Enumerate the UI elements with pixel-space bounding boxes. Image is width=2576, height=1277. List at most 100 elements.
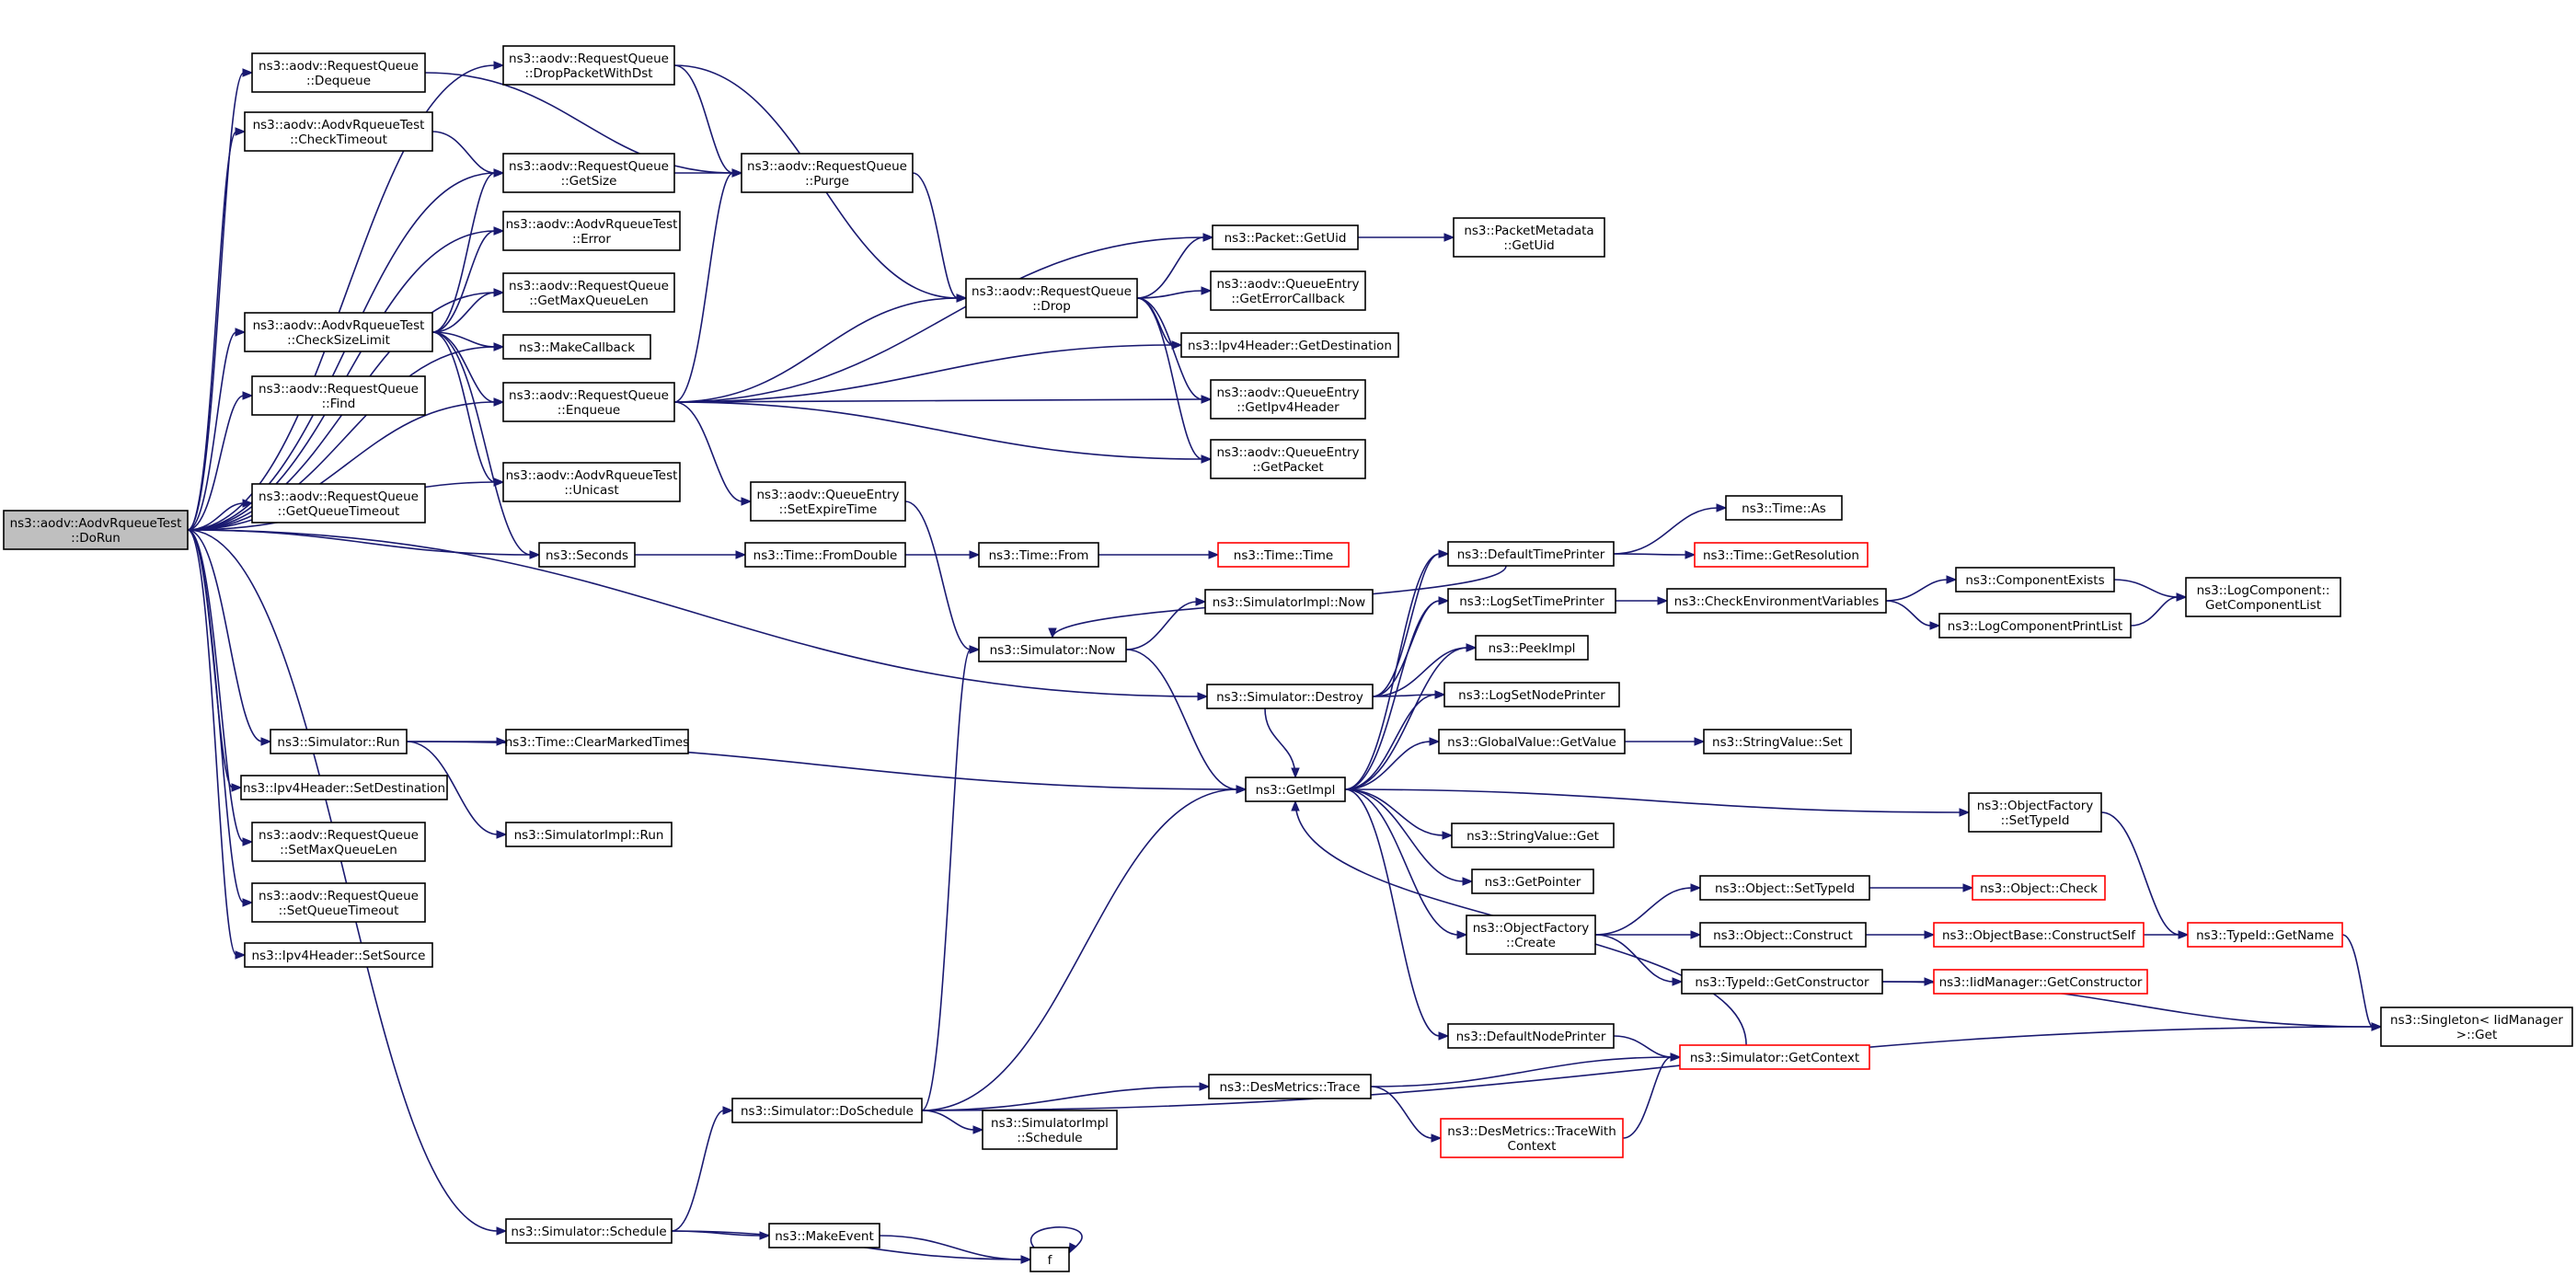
node-qe-getpacket[interactable]: ns3::aodv::QueueEntry::GetPacket <box>1210 439 1366 479</box>
node-ipv4-setsource[interactable]: ns3::Ipv4Header::SetSource <box>244 942 433 968</box>
node-test-checktimeout[interactable]: ns3::aodv::AodvRqueueTest::CheckTimeout <box>244 111 433 152</box>
node-ipv4-setdestination[interactable]: ns3::Ipv4Header::SetDestination <box>240 775 448 800</box>
node-makeevent[interactable]: ns3::MakeEvent <box>768 1223 880 1248</box>
node-typeid-getconstructor[interactable]: ns3::TypeId::GetConstructor <box>1681 969 1883 995</box>
edge-line <box>673 401 743 502</box>
node-object-check[interactable]: ns3::Object::Check <box>1972 875 2106 901</box>
node-sim-getcontext[interactable]: ns3::Simulator::GetContext <box>1679 1044 1870 1070</box>
edge-arrowhead <box>741 497 753 506</box>
node-defaultnodeprinter[interactable]: ns3::DefaultNodePrinter <box>1447 1023 1615 1049</box>
node-objectfactory-settypeid[interactable]: ns3::ObjectFactory::SetTypeId <box>1968 792 2102 833</box>
node-simimpl-now[interactable]: ns3::SimulatorImpl::Now <box>1204 589 1374 615</box>
edge-arrowhead <box>969 645 981 654</box>
node-defaulttimeprinter[interactable]: ns3::DefaultTimePrinter <box>1447 541 1615 567</box>
edge-line <box>2100 811 2180 936</box>
edge-line <box>1344 553 1441 790</box>
node-rq-drop[interactable]: ns3::aodv::RequestQueue::Drop <box>965 278 1138 318</box>
node-rq-purge[interactable]: ns3::aodv::RequestQueue::Purge <box>741 153 914 193</box>
node-seconds[interactable]: ns3::Seconds <box>538 542 636 568</box>
node-makecallback[interactable]: ns3::MakeCallback <box>502 334 651 360</box>
node-qe-getipv4header[interactable]: ns3::aodv::QueueEntry::GetIpv4Header <box>1210 379 1366 420</box>
node-label: ns3::LogComponent:: <box>2197 583 2330 598</box>
edge-line <box>187 502 245 531</box>
node-rq-find[interactable]: ns3::aodv::RequestQueue::Find <box>251 375 426 416</box>
node-time-time[interactable]: ns3::Time::Time <box>1217 542 1350 568</box>
node-f[interactable]: f <box>1029 1247 1070 1272</box>
node-getpointer[interactable]: ns3::GetPointer <box>1471 869 1594 894</box>
node-peekimpl[interactable]: ns3::PeekImpl <box>1475 635 1589 661</box>
node-label: ::Error <box>572 232 611 247</box>
node-box <box>1447 541 1615 567</box>
node-sim-destroy[interactable]: ns3::Simulator::Destroy <box>1206 684 1374 709</box>
node-logsetnodeprinter[interactable]: ns3::LogSetNodePrinter <box>1443 682 1620 708</box>
node-rq-getqueuetimeout[interactable]: ns3::aodv::RequestQueue::GetQueueTimeout <box>251 483 426 523</box>
node-rq-droppacketwithdst[interactable]: ns3::aodv::RequestQueue::DropPacketWithD… <box>502 45 675 86</box>
node-logsettimeprinter[interactable]: ns3::LogSetTimePrinter <box>1447 588 1616 614</box>
node-simimpl-schedule[interactable]: ns3::SimulatorImpl::Schedule <box>982 1110 1118 1150</box>
edge-arrowhead <box>1685 550 1696 559</box>
edge-line <box>1594 887 1693 936</box>
node-getimpl[interactable]: ns3::GetImpl <box>1245 777 1346 802</box>
node-logcomponentprintlist[interactable]: ns3::LogComponentPrintList <box>1938 613 2132 638</box>
node-time-fromdouble[interactable]: ns3::Time::FromDouble <box>744 542 906 568</box>
node-box <box>750 481 906 522</box>
edge-line <box>1136 297 1203 400</box>
node-object-settypeid[interactable]: ns3::Object::SetTypeId <box>1699 875 1870 901</box>
node-sim-run[interactable]: ns3::Simulator::Run <box>270 729 408 754</box>
node-box <box>502 382 675 422</box>
node-checkenvvars[interactable]: ns3::CheckEnvironmentVariables <box>1666 588 1887 614</box>
node-test-error[interactable]: ns3::aodv::AodvRqueueTest::Error <box>502 211 681 251</box>
node-qe-geterrorcallback[interactable]: ns3::aodv::QueueEntry::GetErrorCallback <box>1210 270 1366 311</box>
node-qe-setexpiretime[interactable]: ns3::aodv::QueueEntry::SetExpireTime <box>750 481 906 522</box>
node-rq-getmaxqueuelen[interactable]: ns3::aodv::RequestQueue::GetMaxQueueLen <box>502 272 675 313</box>
node-rq-setqueuetimeout[interactable]: ns3::aodv::RequestQueue::SetQueueTimeout <box>251 882 426 923</box>
edge-arrowhead <box>242 898 254 907</box>
node-test-unicast[interactable]: ns3::aodv::AodvRqueueTest::Unicast <box>502 462 681 502</box>
node-typeid-getname[interactable]: ns3::TypeId::GetName <box>2187 922 2343 948</box>
edge-sim-destroy-to-getimpl <box>1264 708 1300 779</box>
node-componentexists[interactable]: ns3::ComponentExists <box>1955 567 2115 592</box>
node-sim-now[interactable]: ns3::Simulator::Now <box>978 637 1127 662</box>
node-label: ::GetIpv4Header <box>1236 400 1340 415</box>
node-globalvalue-getvalue[interactable]: ns3::GlobalValue::GetValue <box>1438 729 1626 754</box>
node-box <box>251 52 426 93</box>
node-time-as[interactable]: ns3::Time::As <box>1725 495 1843 521</box>
node-rq-enqueue[interactable]: ns3::aodv::RequestQueue::Enqueue <box>502 382 675 422</box>
node-label: ns3::IidManager::GetConstructor <box>1939 975 2143 990</box>
node-time-getresolution[interactable]: ns3::Time::GetResolution <box>1694 542 1869 568</box>
node-packetmetadata-getuid[interactable]: ns3::PacketMetadata::GetUid <box>1453 217 1605 258</box>
node-object-construct[interactable]: ns3::Object::Construct <box>1699 922 1867 948</box>
node-test-checksizelimit[interactable]: ns3::aodv::AodvRqueueTest::CheckSizeLimi… <box>244 312 433 352</box>
edge-checkenvvars-to-logcomponentprintlist <box>1885 600 1941 630</box>
node-objectfactory-create[interactable]: ns3::ObjectFactory::Create <box>1466 915 1596 955</box>
node-packet-getuid[interactable]: ns3::Packet::GetUid <box>1212 224 1359 250</box>
edge-arrowhead <box>1202 233 1214 242</box>
node-stringvalue-get[interactable]: ns3::StringValue::Get <box>1451 823 1615 848</box>
node-ipv4-getdestination[interactable]: ns3::Ipv4Header::GetDestination <box>1180 332 1399 358</box>
node-label: ns3::StringValue::Set <box>1712 735 1843 750</box>
node-logcomponent-getcomponentlist[interactable]: ns3::LogComponent::GetComponentList <box>2185 577 2341 617</box>
node-rq-getsize[interactable]: ns3::aodv::RequestQueue::GetSize <box>502 153 675 193</box>
node-sim-schedule[interactable]: ns3::Simulator::Schedule <box>505 1218 673 1244</box>
node-box <box>538 542 636 568</box>
node-rq-dequeue[interactable]: ns3::aodv::RequestQueue::Dequeue <box>251 52 426 93</box>
node-singleton-get[interactable]: ns3::Singleton< IidManager >::Get <box>2380 1007 2573 1047</box>
node-iidmanager-getconstructor[interactable]: ns3::IidManager::GetConstructor <box>1933 969 2148 995</box>
edge-objectfactory-settypeid-to-typeid-getname <box>2100 811 2190 939</box>
edge-arrowhead <box>1456 930 1468 939</box>
edge-line <box>1372 600 1441 697</box>
node-label: ns3::aodv::AodvRqueueTest <box>10 516 182 531</box>
node-sim-doschedule[interactable]: ns3::Simulator::DoSchedule <box>731 1098 923 1123</box>
node-root[interactable]: ns3::aodv::AodvRqueueTest::DoRun <box>3 510 189 550</box>
node-stringvalue-set[interactable]: ns3::StringValue::Set <box>1703 729 1852 754</box>
node-simimpl-run[interactable]: ns3::SimulatorImpl::Run <box>505 822 673 847</box>
node-time-from[interactable]: ns3::Time::From <box>978 542 1099 568</box>
node-rq-setmaxqueuelen[interactable]: ns3::aodv::RequestQueue::SetMaxQueueLen <box>251 822 426 862</box>
edge-sim-schedule-to-sim-doschedule <box>671 1106 734 1232</box>
node-box <box>502 462 681 502</box>
node-objectbase-constructself[interactable]: ns3::ObjectBase::ConstructSelf <box>1933 922 2145 948</box>
node-desmetrics-trace[interactable]: ns3::DesMetrics::Trace <box>1208 1074 1372 1099</box>
node-time-clearmarkedtimes[interactable]: ns3::Time::ClearMarkedTimes <box>505 729 689 754</box>
node-box <box>1475 635 1589 661</box>
